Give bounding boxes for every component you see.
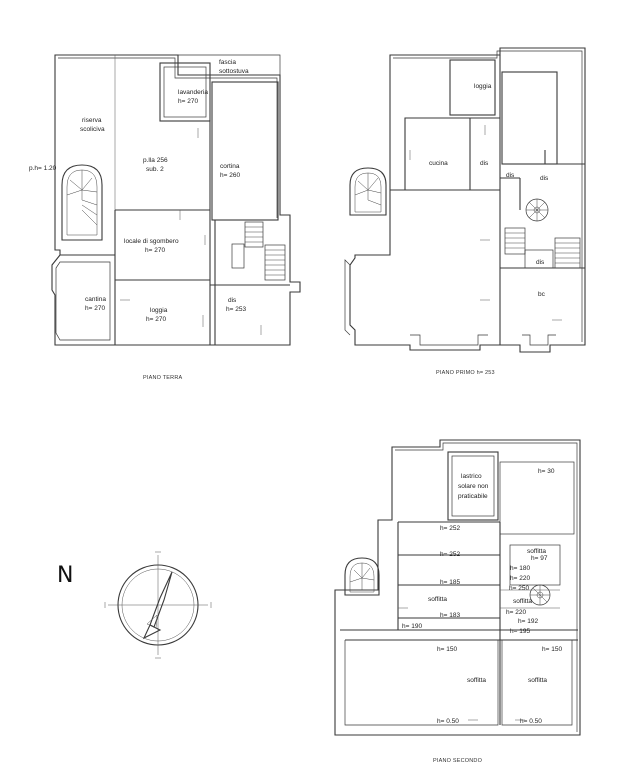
first-dis-label-1: dis [480,160,489,167]
second-lastrico-label-2: solare non [458,483,489,490]
ground-loggia-label: loggia [150,307,168,314]
first-dis-label-4: dis [536,259,545,266]
ground-dis-height: h= 253 [226,306,246,313]
ground-subalterno-label: sub. 2 [146,166,164,173]
first-floor-plan: loggia cucina dis dis dis dis bc PIANO P… [344,47,586,376]
second-h220-label-b: h= 220 [506,609,526,616]
ground-dis-label: dis [228,297,237,304]
north-letter: N [57,563,73,588]
second-lastrico-label: lastrico [461,473,482,480]
ground-floor-title: PIANO TERRA [143,375,183,381]
first-floor-title: PIANO PRIMO h= 253 [436,370,495,376]
first-dis-label-3: dis [540,175,549,182]
ground-fascia-label: fascia [219,59,236,66]
ground-lavanderia-label: lavanderia [178,89,208,96]
first-wc-label: bc [538,291,546,298]
ground-loggia-height: h= 270 [146,316,166,323]
ground-lavanderia-height: h= 270 [178,98,198,105]
second-soffitta-small-label-1: soffitta [527,548,546,555]
ground-height-left-label: p.h= 1.20 [29,165,57,172]
compass-rose-icon [104,551,212,659]
ground-locale-height: h= 270 [145,247,165,254]
second-lastrico-label-3: praticabile [458,493,488,500]
second-h195-label: h= 195 [510,628,530,635]
second-h192-label: h= 192 [518,618,538,625]
second-soffitta-big-label-2: soffitta [528,677,547,684]
ground-cantina-height: h= 270 [85,305,105,312]
second-h30-label: h= 30 [538,468,555,475]
ground-riserva-label: riserva [82,117,102,124]
second-h220-label-a: h= 220 [510,575,530,582]
ground-locale-label: locale di sgombero [124,238,179,245]
second-floor-title: PIANO SECONDO [433,758,483,764]
second-h050-label-b: h= 0.50 [520,718,542,725]
second-soffitta-mid-label: soffitta [428,596,447,603]
ground-cortina-label: cortina [220,163,240,170]
ground-cortina-height: h= 260 [220,172,240,179]
second-h252-label-a: h= 252 [440,525,460,532]
second-soffitta-big-label-1: soffitta [467,677,486,684]
second-soffitta-small-label-2: soffitta [513,598,532,605]
second-h185-label: h= 185 [440,579,460,586]
ground-cantina-label: cantina [85,296,106,303]
ground-fascia-label-2: sottostuva [219,68,249,75]
north-compass: N [57,551,212,659]
second-floor-plan: lastrico solare non praticabile h= 30 h=… [334,439,581,764]
second-h97-label: h= 97 [531,555,548,562]
second-h150-label-a: h= 150 [437,646,457,653]
second-h252-label-b: h= 252 [440,551,460,558]
ground-floor-plan: fascia sottostuva lavanderia h= 270 rise… [29,54,301,381]
second-h250-label: h= 250 [509,585,529,592]
ground-riserva-label-2: scoliciva [80,126,105,133]
first-cucina-label: cucina [429,160,448,167]
second-h180-label: h= 180 [510,565,530,572]
ground-particella-label: p.lla 256 [143,157,168,164]
first-dis-label-2: dis [506,172,515,179]
second-h050-label-a: h= 0.50 [437,718,459,725]
first-loggia-label: loggia [474,83,492,90]
second-h150-label-b: h= 150 [542,646,562,653]
second-h183-label: h= 183 [440,612,460,619]
second-h190-label: h= 190 [402,623,422,630]
